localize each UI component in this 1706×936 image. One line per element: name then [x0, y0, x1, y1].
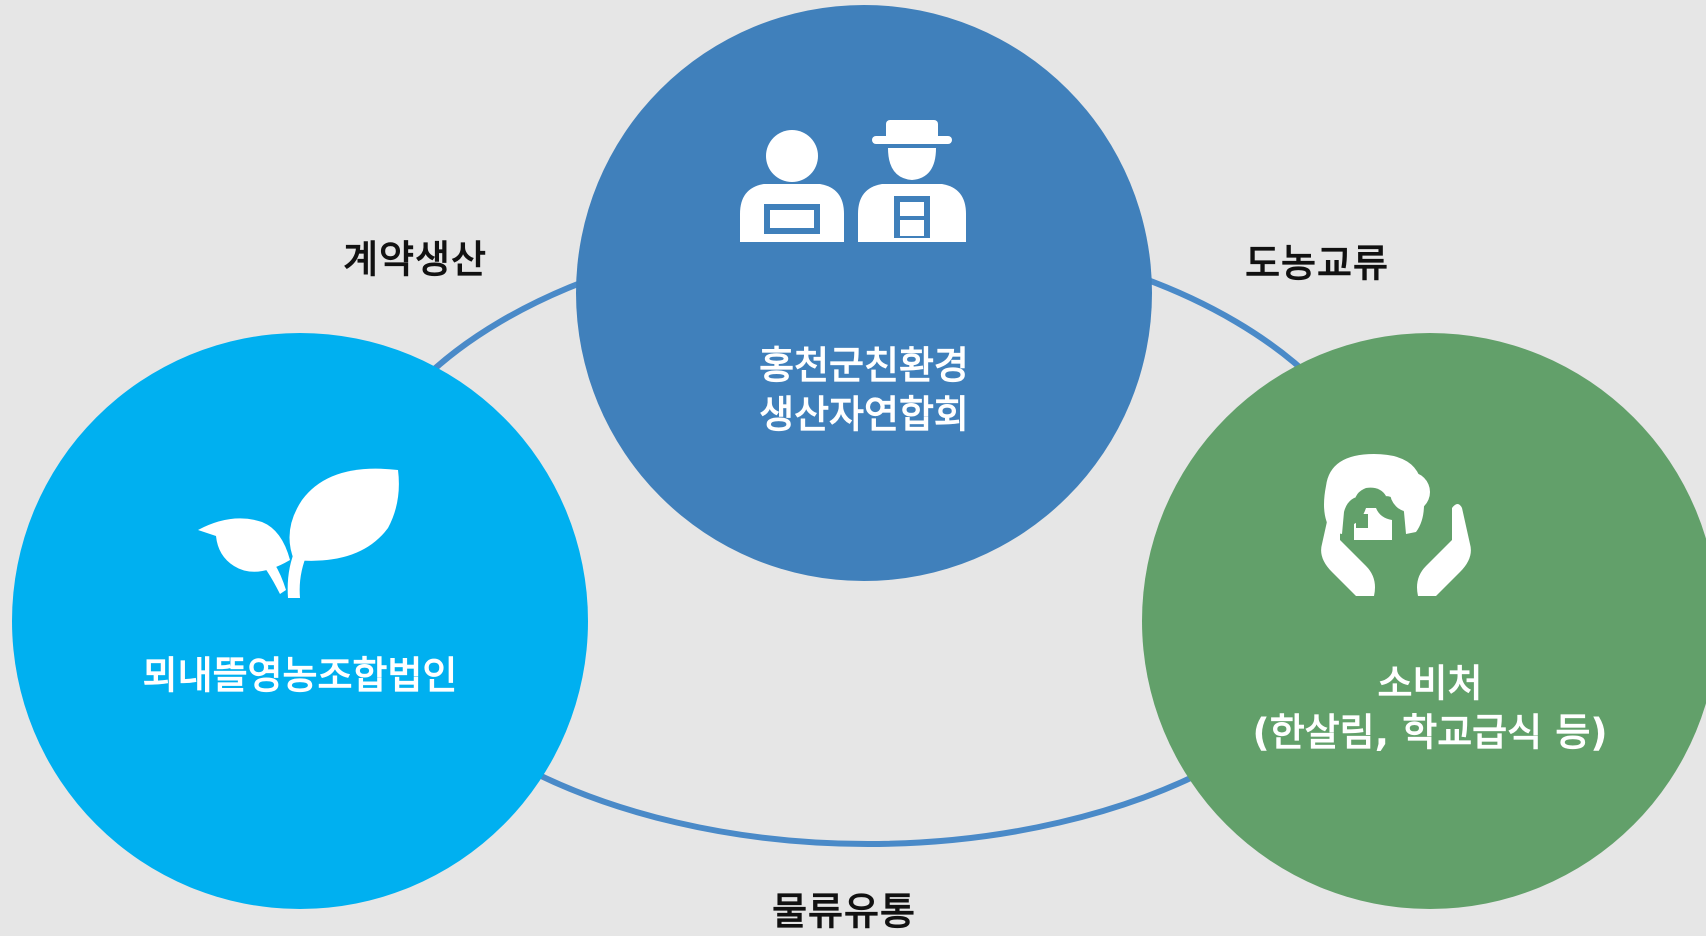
edge-label-logistics: 물류유통: [772, 889, 916, 934]
association-label-line-1: 홍천군친환경: [759, 343, 969, 388]
consumer-label: 소비처 (한살림, 학교급식 등): [1252, 659, 1607, 756]
consumer-circle: [1142, 333, 1706, 909]
edge-label-contract: 계약생산: [343, 237, 487, 282]
consumer-label-line-2: (한살림, 학교급식 등): [1252, 710, 1608, 754]
association-circle: [576, 5, 1152, 581]
hands-holding-person-icon: [1321, 454, 1471, 596]
cooperative-label: 뫼내뜰영농조합법인: [143, 652, 458, 701]
consumer-label-line-1: 소비처: [1377, 661, 1483, 706]
cooperative-label-line-1: 뫼내뜰영농조합법인: [142, 653, 458, 698]
sprout-icon: [198, 468, 399, 598]
edge-label-exchange: 도농교류: [1245, 241, 1389, 286]
association-label-line-2: 생산자연합회: [759, 392, 969, 436]
cooperative-circle: [12, 333, 588, 909]
farmers-icon: [740, 120, 966, 242]
association-label: 홍천군친환경 생산자연합회: [759, 341, 969, 438]
